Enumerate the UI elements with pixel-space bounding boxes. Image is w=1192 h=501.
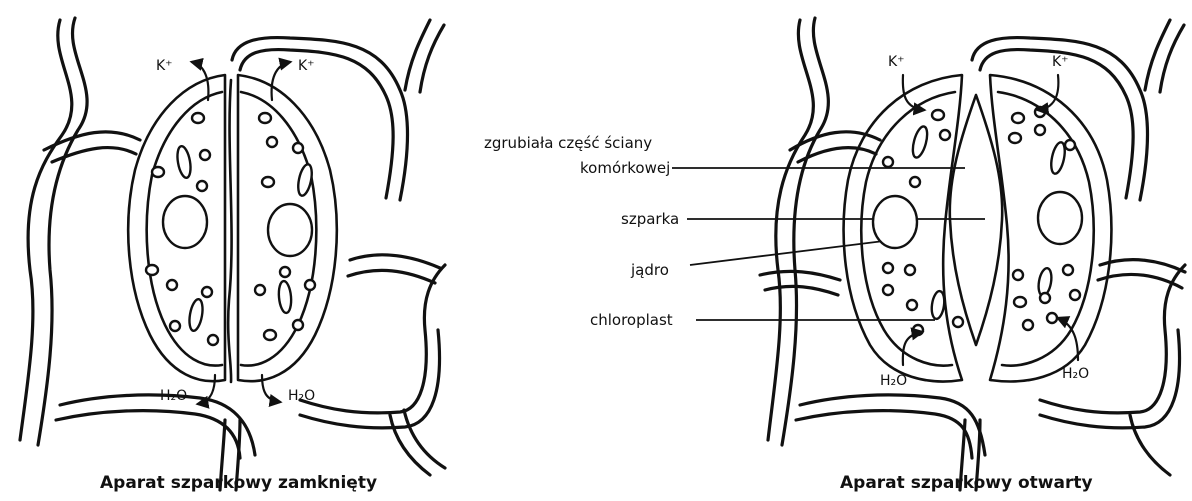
k-ion-label-left-a: K⁺: [156, 58, 173, 74]
epidermal-cells-right: [760, 18, 1185, 490]
k-ion-label-right-a: K⁺: [888, 54, 905, 70]
nucleus-left-b: [268, 204, 312, 256]
open-stoma-drawing: K⁺ K⁺ H₂O H₂O: [760, 18, 1185, 490]
closed-stoma-caption: Aparat szparkowy zamknięty: [100, 473, 377, 493]
nucleus-label: jądro: [630, 261, 669, 279]
nucleus-left-a: [163, 196, 207, 248]
water-label-left-b: H₂O: [288, 388, 315, 404]
center-labels: zgrubiała część ściany komórkowej szpark…: [484, 134, 679, 329]
closed-pore: [228, 80, 231, 382]
k-ion-label-left-b: K⁺: [298, 58, 315, 74]
thick-wall-label-line1: zgrubiała część ściany: [484, 134, 652, 152]
water-label-left-a: H₂O: [160, 388, 187, 404]
thick-wall-label-line2: komórkowej: [580, 159, 670, 177]
water-label-right-a: H₂O: [880, 373, 907, 389]
nucleus-right-a: [873, 196, 917, 248]
open-stoma-caption: Aparat szparkowy otwarty: [840, 473, 1093, 493]
chloroplast-label: chloroplast: [590, 311, 673, 329]
stoma-label: szparka: [621, 210, 679, 228]
nucleus-right-b: [1038, 192, 1082, 244]
k-ion-label-right-b: K⁺: [1052, 54, 1069, 70]
closed-stoma-drawing: K⁺ K⁺ H₂O H₂O: [20, 18, 445, 490]
water-label-right-b: H₂O: [1062, 366, 1089, 382]
